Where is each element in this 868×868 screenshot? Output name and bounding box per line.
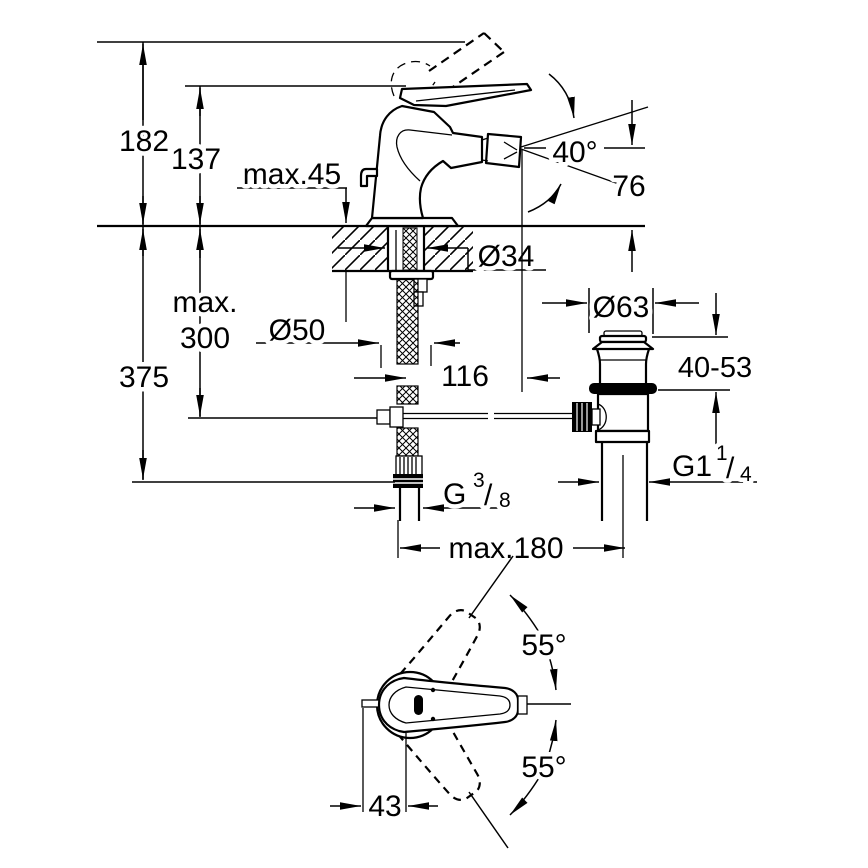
g114-prefix: G1	[672, 450, 712, 483]
dim-40-53: 40-53	[652, 293, 757, 448]
dim-76: 76	[608, 100, 650, 272]
dim-182-375: 182 375	[114, 42, 395, 483]
dim-max45: max.45	[237, 154, 350, 322]
dim-116-label: 116	[441, 360, 489, 393]
side-view: 182 375 137 max. 300 max.45	[97, 32, 757, 570]
dim-116: 116	[354, 150, 560, 398]
dim-max180: max.180	[397, 520, 625, 570]
g38-numerator: 3	[473, 469, 485, 492]
popup-waste-assembly	[572, 330, 657, 558]
handle-swung-up-dashed	[378, 609, 481, 735]
dim-55-lower-label: 55°	[521, 751, 566, 784]
dim-max-label: max.	[172, 286, 237, 319]
handle-top-view	[377, 676, 520, 734]
dim-o63-label: Ø63	[593, 291, 650, 324]
dim-40deg-label: 40°	[552, 136, 597, 169]
dim-g38: G 3 / 8	[354, 465, 515, 517]
dim-300-label: 300	[180, 322, 230, 355]
dim-43: 43	[330, 708, 438, 828]
g38-slash: /	[484, 479, 493, 512]
g114-slash: /	[726, 452, 735, 485]
dim-55-upper-label: 55°	[521, 629, 566, 662]
g38-denominator: 8	[499, 489, 511, 512]
dim-o34-label: Ø34	[478, 240, 535, 273]
top-view: 55° 55° 43	[330, 555, 571, 849]
dim-o63: Ø63	[542, 287, 699, 334]
dim-55deg: 55° 55°	[468, 555, 571, 849]
dim-43-label: 43	[368, 790, 401, 823]
aerator	[484, 132, 523, 169]
handle-swung-down-dashed	[378, 675, 481, 801]
waste-pipe	[600, 442, 649, 521]
dim-40deg: 40°	[520, 73, 649, 213]
base-plate	[364, 216, 460, 228]
dim-40-53-label: 40-53	[678, 352, 752, 384]
dim-375-label: 375	[119, 361, 169, 394]
g114-numerator: 1	[716, 442, 728, 465]
lever-raised-dashed	[428, 32, 485, 72]
popup-rod	[403, 412, 573, 420]
dim-o50: Ø50	[256, 310, 460, 368]
faucet-body	[359, 32, 533, 228]
dim-o34: Ø34	[338, 236, 546, 278]
dim-o50-label: Ø50	[269, 314, 326, 347]
dim-76-label: 76	[612, 170, 645, 203]
g114-denominator: 4	[740, 463, 752, 486]
shank-and-hoses	[376, 227, 573, 521]
dim-max45-label: max.45	[243, 158, 341, 191]
dim-g114: G1 1 / 4	[558, 438, 757, 491]
popup-rod-knob	[359, 167, 379, 188]
dim-182-label: 182	[119, 125, 169, 158]
dim-max180-label: max.180	[448, 532, 563, 565]
g38-prefix: G	[443, 478, 466, 511]
supply-tail	[398, 488, 421, 521]
dim-137-max300: 137 max. 300	[166, 86, 377, 419]
dim-137-label: 137	[171, 143, 221, 176]
